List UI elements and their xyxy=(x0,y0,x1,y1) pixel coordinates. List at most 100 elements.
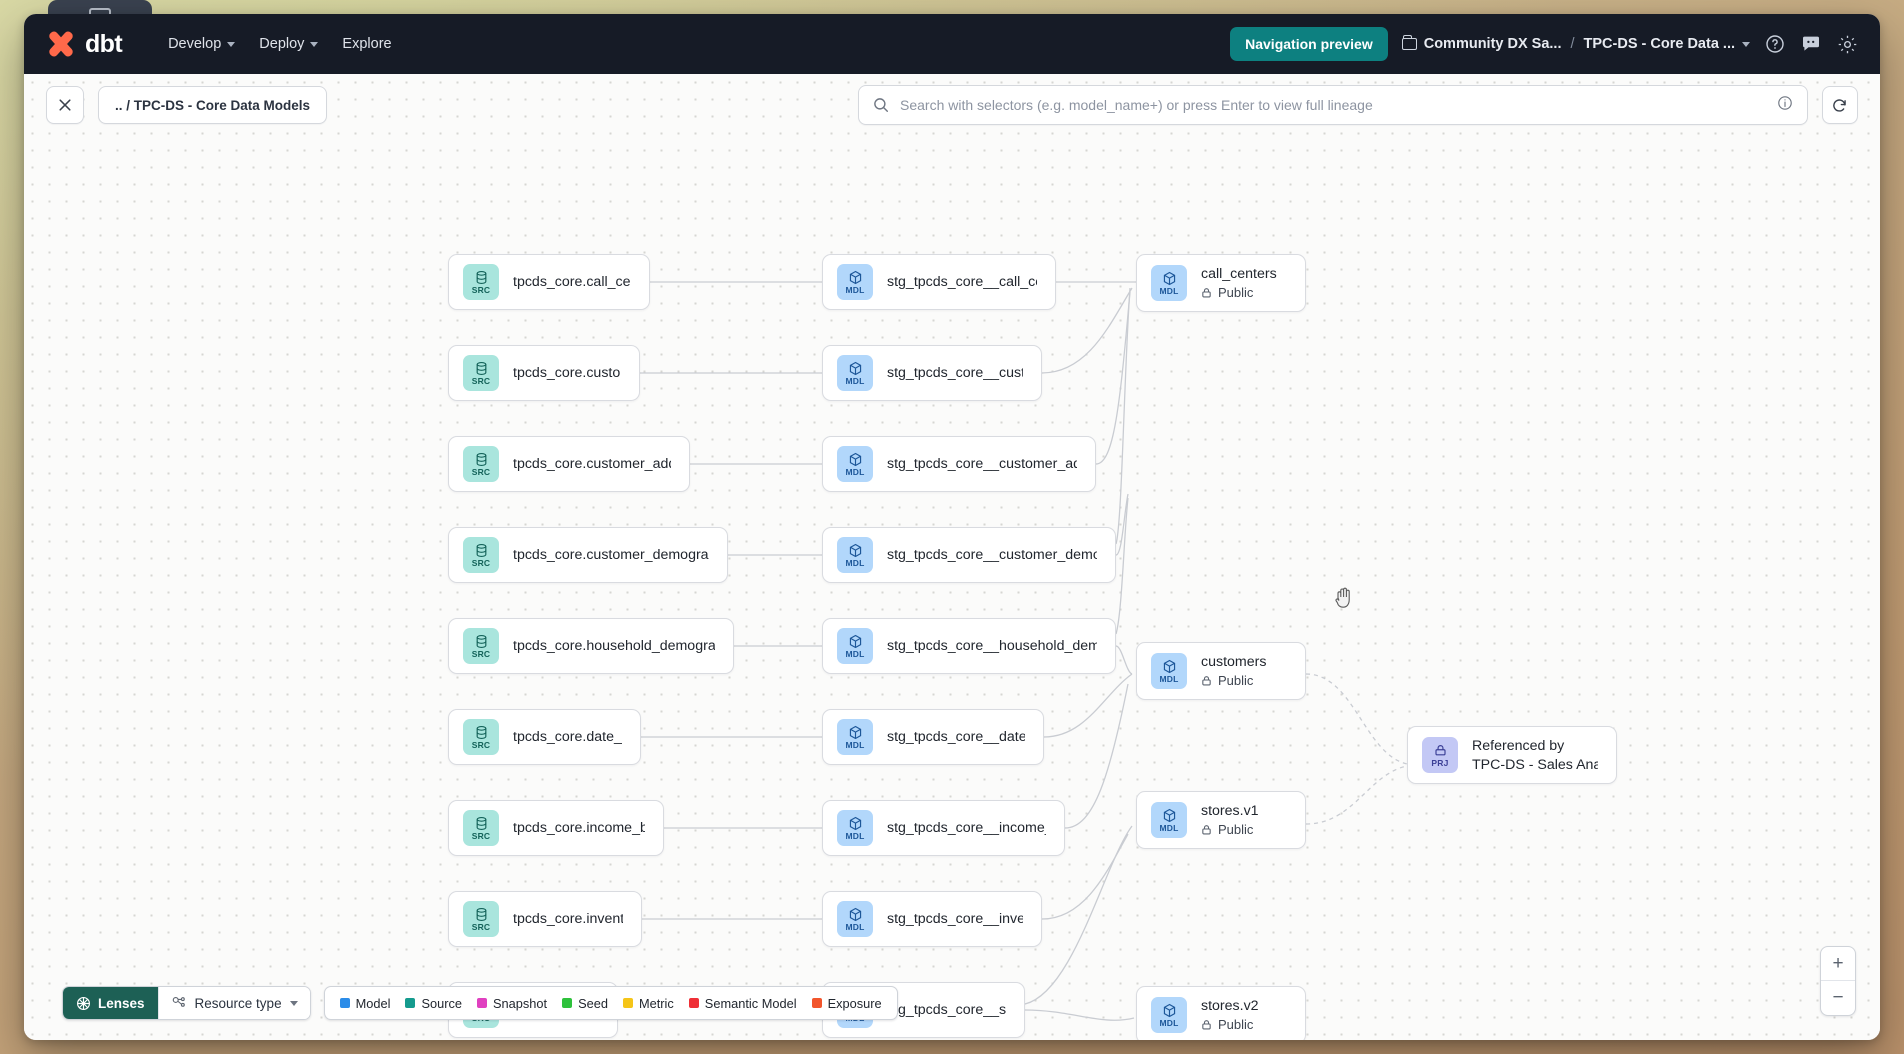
breadcrumb-project[interactable]: TPC-DS - Core Data ... xyxy=(1584,36,1750,52)
feedback-icon[interactable] xyxy=(1800,33,1822,55)
legend-item-source[interactable]: Source xyxy=(405,996,462,1011)
nav-item-deploy[interactable]: Deploy xyxy=(247,29,330,59)
lineage-node-source-6[interactable]: SRC tpcds_core.income_band xyxy=(448,800,664,856)
src-badge-icon: SRC xyxy=(463,628,499,664)
nav-item-explore[interactable]: Explore xyxy=(330,29,403,59)
search-placeholder: Search with selectors (e.g. model_name+)… xyxy=(900,97,1373,113)
legend-label: Source xyxy=(421,995,462,1011)
breadcrumb-separator: / xyxy=(1570,36,1575,52)
lock-icon xyxy=(1202,1019,1211,1029)
legend-item-semantic-model[interactable]: Semantic Model xyxy=(688,996,797,1011)
mdl-badge-icon: MDL xyxy=(837,719,873,755)
lineage-node-staging-4[interactable]: MDLstg_tpcds_core__household_demogr… xyxy=(822,618,1116,674)
legend-item-model[interactable]: Model xyxy=(339,996,390,1011)
mdl-badge-icon: MDL xyxy=(837,264,873,300)
legend-item-metric[interactable]: Metric xyxy=(622,996,674,1011)
lineage-breadcrumb-pill[interactable]: .. / TPC-DS - Core Data Models xyxy=(98,86,328,124)
nav-label-develop: Develop xyxy=(168,36,222,52)
app-header: dbt Develop Deploy Explore Navigation pr… xyxy=(24,14,1880,74)
close-button[interactable] xyxy=(46,86,84,124)
resource-type-filter[interactable]: Resource type xyxy=(157,987,310,1019)
chevron-down-icon xyxy=(310,41,319,47)
refresh-button[interactable] xyxy=(1821,86,1858,124)
lineage-node-title: tpcds_core.customer_address xyxy=(513,456,671,472)
mdl-badge-icon: MDL xyxy=(1151,802,1187,838)
lineage-node-text: stg_tpcds_core__income_band xyxy=(887,820,1046,836)
legend-item-seed[interactable]: Seed xyxy=(562,996,608,1011)
lineage-graph: SRCtpcds_core.call_centerSRCtpcds_core.c… xyxy=(24,74,1880,1040)
lineage-node-source-4[interactable]: SRC tpcds_core.household_demographics xyxy=(448,618,734,674)
lock-icon xyxy=(1202,675,1211,685)
legend-item-snapshot[interactable]: Snapshot xyxy=(476,996,547,1011)
brand-name: dbt xyxy=(85,29,123,58)
breadcrumb-account[interactable]: Community DX Sa... xyxy=(1401,35,1562,52)
nav-item-develop[interactable]: Develop xyxy=(156,29,247,59)
legend-swatch xyxy=(688,998,699,1008)
navigation-preview-button[interactable]: Navigation preview xyxy=(1230,27,1388,61)
legend-item-exposure[interactable]: Exposure xyxy=(811,996,882,1011)
src-badge-icon: SRC xyxy=(463,719,499,755)
breadcrumb-account-label: Community DX Sa... xyxy=(1423,36,1562,52)
lineage-edges xyxy=(618,281,1408,1021)
lineage-node-subtitle: TPC-DS - Sales Analytics xyxy=(1472,756,1598,773)
chevron-down-icon xyxy=(1742,41,1750,47)
lineage-toolbar: .. / TPC-DS - Core Data Models Search wi… xyxy=(24,74,1880,136)
zoom-out-button[interactable]: − xyxy=(1832,987,1844,1008)
src-badge-icon: SRC xyxy=(463,537,499,573)
legend: Model Source Snapshot Seed Metric Semantic Mo… xyxy=(323,986,898,1020)
lineage-node-title: tpcds_core.inventory xyxy=(513,911,623,927)
mdl-badge-icon: MDL xyxy=(837,446,873,482)
legend-swatch xyxy=(339,998,350,1008)
info-icon[interactable] xyxy=(1777,95,1793,116)
lineage-node-text: tpcds_core.customer_demographics xyxy=(513,547,709,563)
lineage-node-title: tpcds_core.household_demographics xyxy=(513,638,715,654)
lineage-node-title: stores.v1 xyxy=(1201,803,1259,819)
legend-swatch xyxy=(405,998,416,1008)
close-icon xyxy=(59,99,71,111)
lineage-node-title: tpcds_core.customer xyxy=(513,365,621,381)
lineage-node-access-label: Public xyxy=(1218,1017,1254,1032)
search-input[interactable]: Search with selectors (e.g. model_name+)… xyxy=(858,85,1808,125)
lenses-button[interactable]: Lenses xyxy=(63,987,158,1019)
zoom-in-button[interactable]: + xyxy=(1821,947,1855,981)
lenses-icon xyxy=(77,996,90,1010)
nav-label-explore: Explore xyxy=(342,36,392,52)
legend-swatch xyxy=(811,998,822,1008)
gear-icon[interactable] xyxy=(1836,33,1858,55)
lineage-canvas[interactable]: SRCtpcds_core.call_centerSRCtpcds_core.c… xyxy=(24,74,1880,1040)
zoom-controls: + − xyxy=(1820,946,1856,1016)
lineage-node-access-label: Public xyxy=(1218,285,1254,300)
lineage-node-source-2[interactable]: SRC tpcds_core.customer_address xyxy=(448,436,690,492)
lineage-node-source-3[interactable]: SRC tpcds_core.customer_demographics xyxy=(448,527,728,583)
app-window: dbt Develop Deploy Explore Navigation pr… xyxy=(24,14,1880,1040)
lineage-node-subtitle: Public xyxy=(1201,1017,1259,1032)
dbt-x-icon xyxy=(46,30,76,58)
src-badge-icon: SRC xyxy=(463,810,499,846)
dbt-logo[interactable]: dbt xyxy=(46,29,123,59)
resource-type-icon xyxy=(172,996,185,1007)
src-badge-icon: SRC xyxy=(463,446,499,482)
help-icon[interactable] xyxy=(1764,33,1786,55)
lineage-node-text: tpcds_core.household_demographics xyxy=(513,638,715,654)
lineage-node-staging-3[interactable]: MDLstg_tpcds_core__customer_demogra… xyxy=(822,527,1116,583)
mdl-badge-icon: MDL xyxy=(1151,265,1187,301)
lineage-node-text: tpcds_core.income_band xyxy=(513,820,645,836)
